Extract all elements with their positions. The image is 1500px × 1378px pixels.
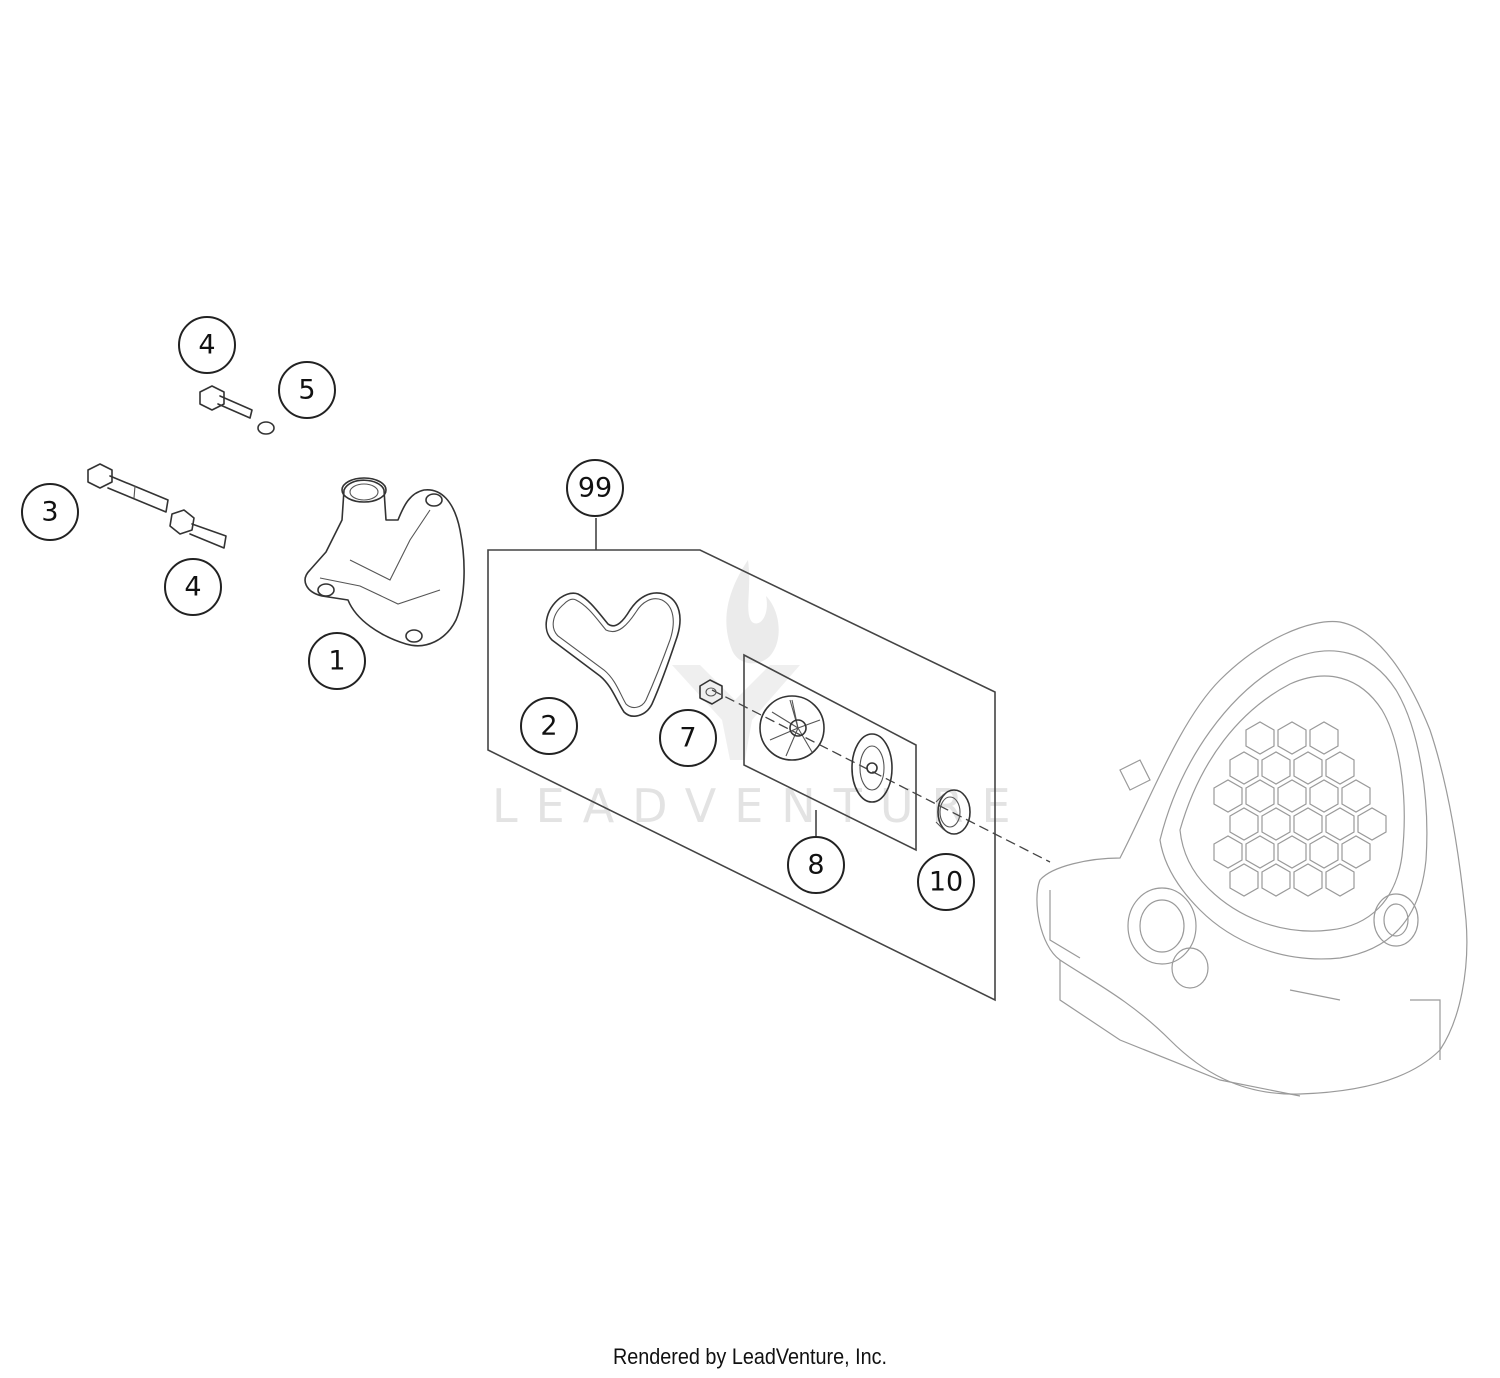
callout-label: 10 — [929, 867, 963, 898]
callout-4-top: 4 — [178, 316, 236, 374]
callout-3: 3 — [21, 483, 79, 541]
callout-1: 1 — [308, 632, 366, 690]
callout-8: 8 — [787, 836, 845, 894]
watermark: LEADVENTURE — [492, 560, 1029, 833]
water-pump-cover-part — [304, 477, 465, 647]
callout-99: 99 — [566, 459, 624, 517]
honeycomb-mesh — [1213, 721, 1387, 897]
callout-7: 7 — [659, 709, 717, 767]
gasket-part — [545, 592, 681, 717]
engine-cover-ghost — [1036, 620, 1468, 1097]
callout-label: 1 — [328, 646, 345, 677]
bolt-short-part — [169, 509, 227, 549]
washer-part — [257, 421, 275, 435]
assembly-axis-line — [711, 689, 1051, 863]
shaft-seal-part — [935, 789, 971, 835]
gasket-inner-edge — [552, 598, 674, 709]
callout-label: 4 — [184, 572, 201, 603]
callout-label: 4 — [198, 330, 215, 361]
bolt-top-part — [199, 385, 253, 419]
callout-4-bottom: 4 — [164, 558, 222, 616]
bolt-long-part — [87, 463, 169, 513]
callout-label: 3 — [41, 497, 58, 528]
callout-2: 2 — [520, 697, 578, 755]
impeller-kit-box — [743, 653, 917, 852]
callout-10: 10 — [917, 853, 975, 911]
watermark-text: LEADVENTURE — [492, 779, 1029, 833]
flame-logo-icon — [672, 560, 800, 760]
footer-credit: Rendered by LeadVenture, Inc. — [612, 1344, 888, 1369]
kit-outline-box — [487, 549, 996, 1002]
callout-label: 5 — [298, 375, 315, 406]
callout-label: 99 — [578, 473, 612, 504]
callout-label: 8 — [807, 850, 824, 881]
callout-5: 5 — [278, 361, 336, 419]
callout-label: 2 — [540, 711, 557, 742]
impeller-nut-part — [699, 679, 723, 705]
impeller-part — [759, 695, 825, 761]
impeller-seal-disk-part — [851, 733, 893, 803]
callout-label: 7 — [679, 723, 696, 754]
